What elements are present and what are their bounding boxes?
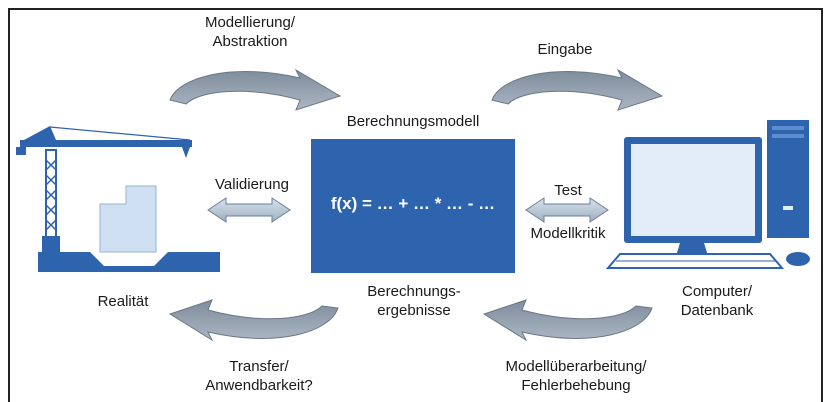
label-modellkritik: Modellkritik <box>530 225 606 242</box>
crane-icon <box>16 126 220 272</box>
formula-text: f(x) = … + … * … - … <box>330 194 496 213</box>
arrow-modellueberarbeitung <box>482 299 653 342</box>
label-eingabe: Eingabe <box>537 41 593 58</box>
frame-border-top <box>8 8 823 10</box>
label-berechnungsergebnisse: Berechnungs- ergebnisse <box>367 283 461 319</box>
arrow-transfer <box>168 299 339 342</box>
label-computer: Computer/ Datenbank <box>680 283 754 319</box>
double-arrow-validierung <box>207 197 291 223</box>
frame-border-right <box>821 8 823 402</box>
label-transfer: Transfer/ Anwendbarkeit? <box>205 358 313 394</box>
frame-border-left <box>8 8 10 402</box>
double-arrow-test <box>525 197 609 223</box>
model-box: f(x) = … + … * … - … <box>311 139 515 273</box>
computer-icon <box>605 120 810 269</box>
label-modellierung: Modellierung/ Abstraktion <box>204 14 296 50</box>
label-validierung: Validierung <box>215 176 289 193</box>
arrow-eingabe <box>491 68 664 111</box>
label-realitaet: Realität <box>97 293 149 310</box>
label-modellueberarbeitung: Modellüberarbeitung/ Fehlerbehebung <box>505 358 647 394</box>
arrow-modellierung <box>169 68 342 111</box>
label-test: Test <box>554 182 582 199</box>
label-berechnungsmodell: Berechnungsmodell <box>346 113 480 130</box>
building-icon <box>99 185 157 253</box>
